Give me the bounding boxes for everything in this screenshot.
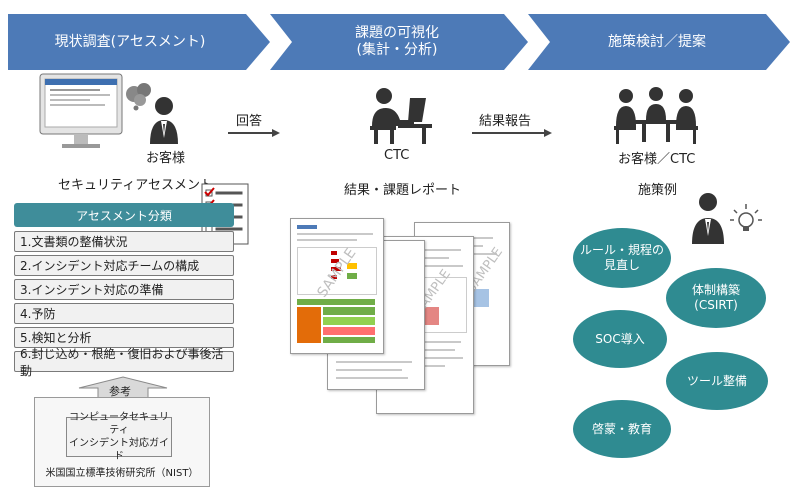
customer-label: お客様 (146, 151, 186, 166)
measures-title: 施策例 (638, 183, 678, 198)
report-title: 結果・課題レポート (344, 183, 462, 198)
measure-bubble-csirt: 体制構築(CSIRT) (666, 268, 766, 328)
ctc-label: CTC (384, 148, 410, 163)
step-proposal-chevron: 施策検討／提案 (528, 14, 790, 70)
answer-label: 回答 (236, 114, 263, 129)
assessment-category-header: アセスメント分類 (14, 203, 234, 227)
measure-bubble-education: 啓蒙・教育 (573, 400, 671, 458)
category-item: 6.封じ込め・根絶・復旧および事後活動 (14, 347, 234, 378)
step-assessment-label: 現状調査(アセスメント) (54, 33, 206, 50)
person-at-computer-icon (370, 88, 432, 144)
category-item: 1.文書類の整備状況 (14, 231, 234, 252)
incident-guide-document: コンピュータセキュリティ インシデント対応ガイド (66, 412, 172, 462)
measure-bubble-soc: SOC導入 (573, 310, 667, 368)
measure-bubble-tools: ツール整備 (666, 352, 768, 410)
step-proposal-label: 施策検討／提案 (608, 33, 706, 50)
meeting-group-icon (614, 87, 698, 144)
category-item: 4.予防 (14, 303, 234, 324)
result-report-arrow (472, 129, 552, 137)
result-report-label: 結果報告 (479, 114, 532, 129)
answer-arrow (228, 129, 280, 137)
category-item: 3.インシデント対応の準備 (14, 279, 234, 300)
person-with-idea-icon (692, 193, 762, 244)
category-item: 2.インシデント対応チームの構成 (14, 255, 234, 276)
report-page-1: SAMPLE (290, 218, 384, 354)
step-visualization-chevron: 課題の可視化 (集計・分析) (270, 14, 528, 70)
monitor-with-person-illustration (39, 73, 178, 148)
step-assessment-chevron: 現状調査(アセスメント) (8, 14, 270, 70)
reference-label: 参考 (109, 385, 131, 398)
step-visualization-label: 課題の可視化 (集計・分析) (355, 25, 439, 58)
assessment-title: セキュリティアセスメント (58, 178, 213, 193)
nist-label: 米国国立標準技術研究所（NIST） (45, 468, 199, 479)
category-item: 5.検知と分析 (14, 327, 234, 348)
measure-bubble-rules: ルール・規程の見直し (573, 228, 671, 288)
customer-ctc-label: お客様／CTC (618, 152, 696, 167)
